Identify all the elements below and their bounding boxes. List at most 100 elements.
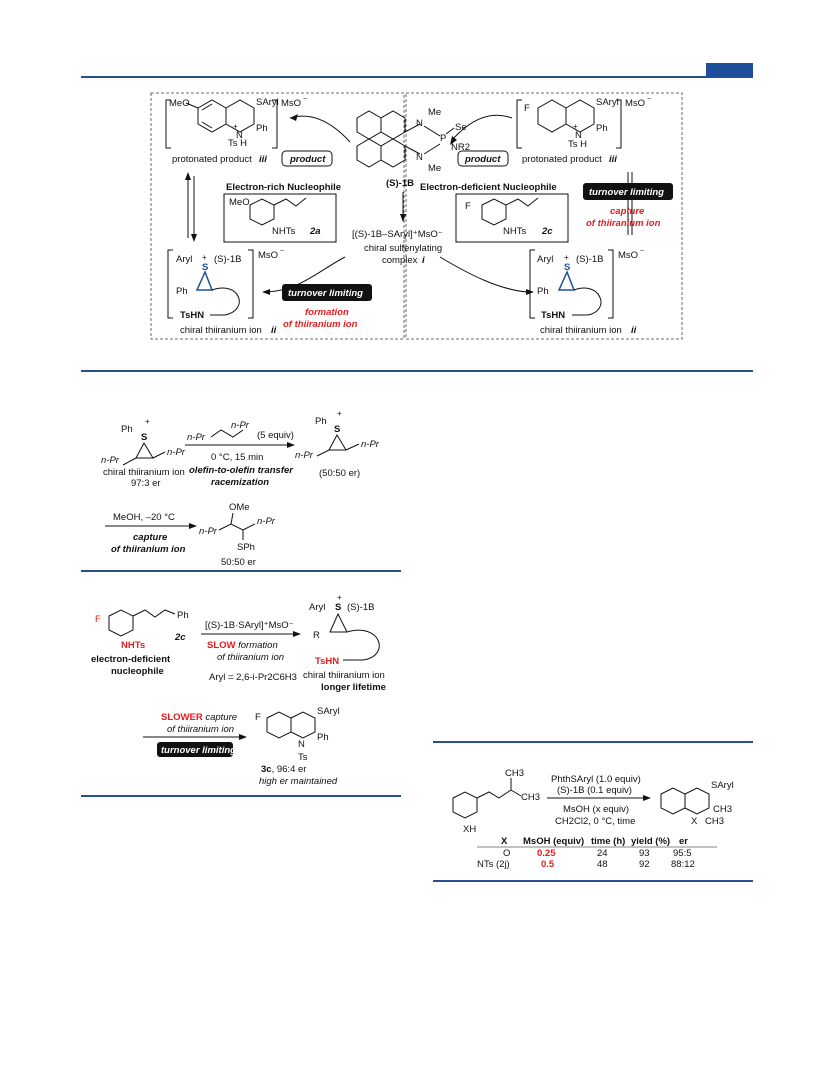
- right-ion-caption-roman: ii: [631, 325, 637, 336]
- svg-text:+: +: [233, 122, 238, 131]
- s4-prod-ch3-b: CH3: [705, 816, 724, 827]
- svg-text:S: S: [141, 432, 147, 443]
- s3-prod-code: 3c: [261, 764, 272, 775]
- th-yield: yield (%): [631, 836, 670, 847]
- s2-olefin-left: n-Pr: [187, 432, 206, 443]
- catalyst-me-bot: Me: [428, 163, 441, 174]
- s2-conditions: 0 °C, 15 min: [211, 452, 263, 463]
- s4-cond2: CH2Cl2, 0 °C, time: [555, 816, 635, 827]
- td-r2-msoh: 0.5: [541, 859, 555, 870]
- s2-meoh: MeOH, –20 °C: [113, 512, 175, 523]
- s3-prod-n: N: [298, 739, 305, 750]
- s4-reagent2: (S)-1B (0.1 equiv): [557, 785, 632, 796]
- s3-prod-ts: Ts: [298, 752, 308, 763]
- mechanism-scheme: MeO SAryl Ph N Ts H + MsO − protonated p…: [150, 92, 683, 340]
- scheme1-bottom-rule: [81, 370, 753, 372]
- left-ion-tshn: TsHN: [180, 310, 204, 321]
- deficient-code: 2c: [541, 226, 553, 237]
- page-number-box: [706, 63, 753, 77]
- th-msoh: MsOH (equiv): [523, 836, 584, 847]
- right-thiiranium-ion: Aryl S + (S)-1B Ph TsHN MsO − chiral thi…: [529, 248, 644, 336]
- right-ion-tshn: TsHN: [541, 310, 565, 321]
- s3-nucleophile1: electron-deficient: [91, 654, 171, 665]
- left-ion-cat: (S)-1B: [214, 254, 241, 265]
- svg-text:+: +: [337, 409, 342, 418]
- svg-text:Ph: Ph: [315, 416, 327, 427]
- s2-npr-b: n-Pr: [257, 516, 276, 527]
- s3-slow: SLOW: [207, 640, 236, 651]
- catalyst-p: P: [440, 133, 446, 144]
- td-r1-yield: 93: [639, 848, 650, 859]
- svg-text:−: −: [303, 96, 307, 103]
- results-table: X MsOH (equiv) time (h) yield (%) er O 0…: [477, 836, 717, 870]
- scheme3-bottom-rule: [81, 795, 401, 797]
- right-ion-cat: (S)-1B: [576, 254, 603, 265]
- left-top-anion: MsO: [281, 98, 301, 109]
- s4-prod-x: X: [691, 816, 698, 827]
- deficient-nucleophile-title: Electron-deficient Nucleophile: [420, 182, 557, 193]
- deficient-f: F: [465, 201, 471, 212]
- left-ion-caption: chiral thiiranium ion: [180, 325, 262, 336]
- formation-line2: of thiiranium ion: [283, 319, 358, 330]
- s3-prod-note: high er maintained: [259, 776, 338, 787]
- s4-reagent1: PhthSAryl (1.0 equiv): [551, 774, 641, 785]
- right-protonated-product: F SAryl Ph N + Ts H MsO − protonated pro…: [516, 96, 651, 165]
- svg-text:+: +: [564, 253, 569, 262]
- formation-line1: formation: [305, 307, 349, 318]
- s3-ion-aryl: Aryl: [309, 602, 325, 613]
- complex-caption2-roman: i: [422, 255, 425, 266]
- substrate-scope-scheme: CH3 CH3 XH PhthSAryl (1.0 equiv) (S)-1B …: [452, 768, 734, 870]
- s3-ph: Ph: [177, 610, 189, 621]
- right-ion-aryl: Aryl: [537, 254, 553, 265]
- th-time: time (h): [591, 836, 625, 847]
- td-r1-er: 95:5: [673, 848, 692, 859]
- capture-line1: capture: [610, 206, 645, 217]
- turnover-limiting-right: turnover limiting: [589, 187, 664, 198]
- s3-slower-rest: capture: [203, 712, 237, 723]
- td-r1-x: O: [503, 848, 510, 859]
- right-top-ph: Ph: [596, 123, 608, 134]
- td-r2-yield: 92: [639, 859, 650, 870]
- product-label-left: product: [289, 154, 326, 165]
- s2-olefin-equiv: (5 equiv): [257, 430, 294, 441]
- svg-text:S: S: [335, 602, 341, 613]
- s3-nucleophile2: nucleophile: [111, 666, 164, 677]
- left-top-caption: protonated product: [172, 154, 252, 165]
- s2-start-er: 97:3 er: [131, 478, 161, 489]
- right-top-f: F: [524, 103, 530, 114]
- s4-xh: XH: [463, 824, 476, 835]
- left-top-meo: MeO: [169, 98, 190, 109]
- s3-nhts: NHTs: [121, 640, 145, 651]
- svg-text:−: −: [647, 96, 651, 103]
- th-x: X: [501, 836, 508, 847]
- td-r2-time: 48: [597, 859, 608, 870]
- catalyst-me-top: Me: [428, 107, 441, 118]
- s2-transfer1: olefin-to-olefin transfer: [189, 465, 294, 476]
- s4-prod-ch3-a: CH3: [713, 804, 732, 815]
- catalyst-n-top: N: [416, 118, 423, 129]
- catalyst-name: (S)-1B: [386, 178, 414, 189]
- s2-prod-npr-right: n-Pr: [361, 439, 380, 450]
- right-top-caption-roman: iii: [609, 154, 617, 165]
- right-ion-caption: chiral thiiranium ion: [540, 325, 622, 336]
- s3-prod-saryl: SAryl: [317, 706, 340, 717]
- complex-caption2: complex: [382, 255, 418, 266]
- svg-text:S: S: [334, 424, 340, 435]
- svg-text:+: +: [145, 417, 150, 426]
- left-ion-aryl: Aryl: [176, 254, 192, 265]
- right-top-ts-h: Ts H: [568, 139, 587, 150]
- svg-text:−: −: [280, 248, 284, 255]
- s3-turnover: turnover limiting: [161, 745, 236, 756]
- scheme4-bottom-rule: [433, 880, 753, 882]
- left-top-caption-roman: iii: [259, 154, 267, 165]
- right-top-saryl: SAryl: [596, 97, 619, 108]
- right-ion-anion: MsO: [618, 250, 638, 261]
- left-top-saryl: SAryl: [256, 97, 279, 108]
- td-r2-x: NTs (2j): [477, 859, 510, 870]
- s3-code: 2c: [174, 632, 186, 643]
- svg-text:N: N: [416, 152, 423, 163]
- s3-ion-lifetime: longer lifetime: [321, 682, 386, 693]
- right-top-caption: protonated product: [522, 154, 602, 165]
- s3-slower: SLOWER: [161, 712, 203, 723]
- svg-text:−: −: [640, 248, 644, 255]
